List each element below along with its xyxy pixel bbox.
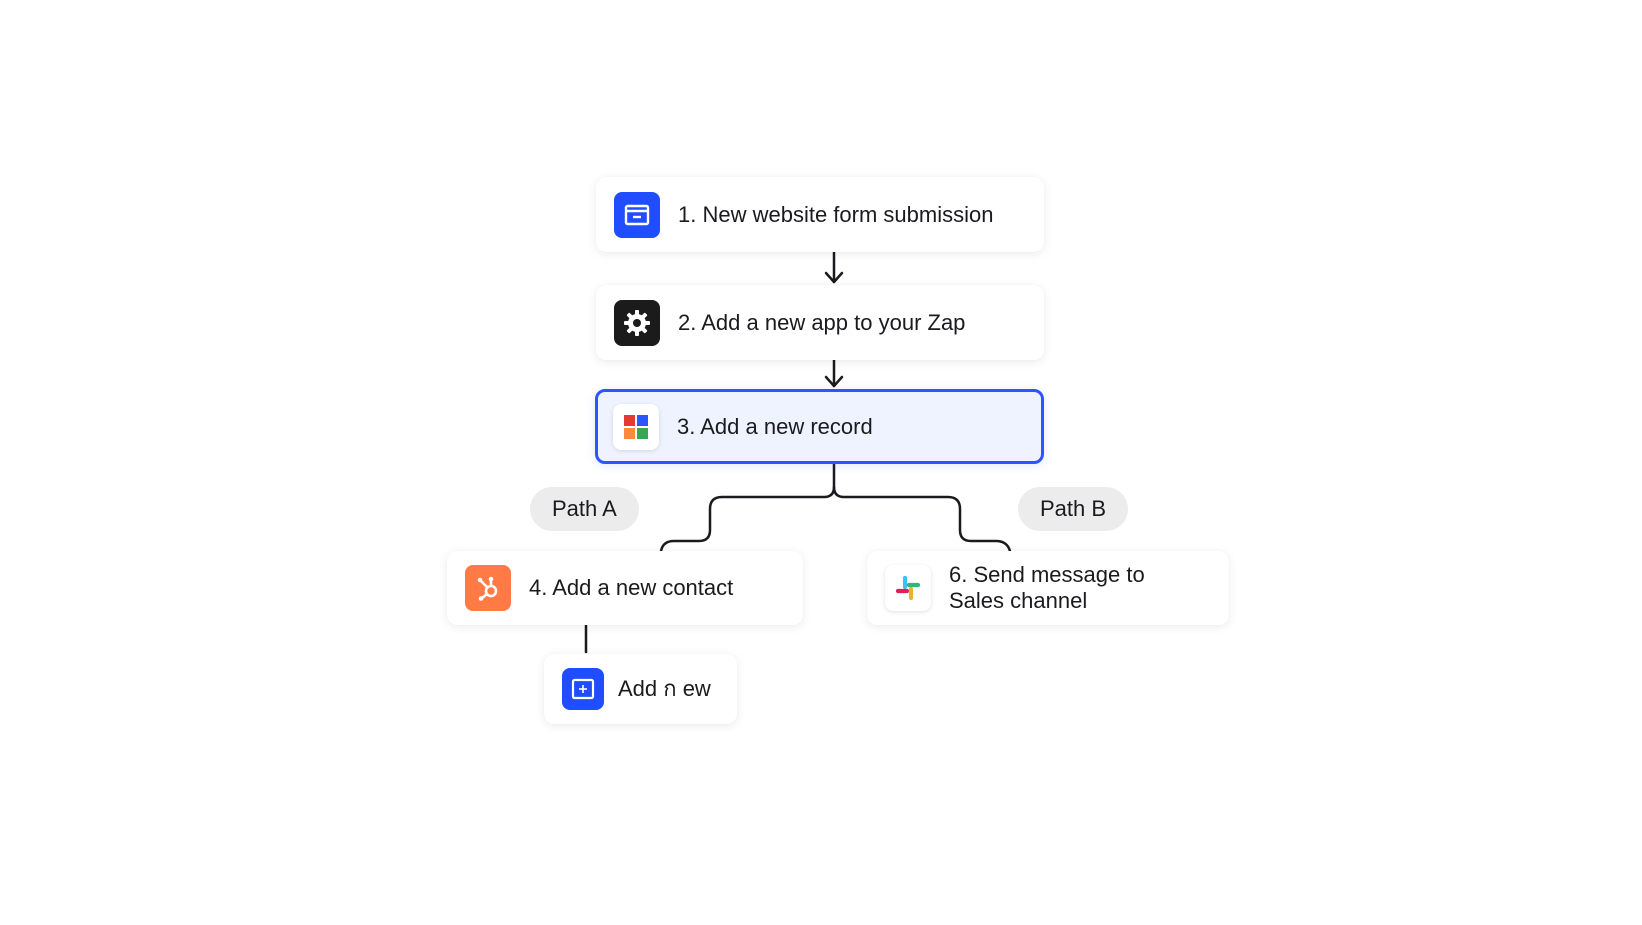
step-card-1[interactable]: 1. New website form submission: [596, 177, 1044, 252]
slack-icon: [885, 565, 931, 611]
form-icon: [614, 191, 660, 238]
step-label: 2. Add a new app to your Zap: [678, 309, 966, 335]
step-card-sub[interactable]: Add ก ew: [544, 654, 737, 724]
branch-connector: [659, 462, 836, 553]
step-card-6[interactable]: 6. Send message to Sales channel: [867, 551, 1229, 625]
step-label: 3. Add a new record: [677, 413, 873, 439]
arrowhead-2-to-3: [824, 375, 844, 388]
arrowhead-1-to-2: [824, 271, 844, 284]
app-grid-icon: [613, 403, 659, 450]
step-card-4[interactable]: 4. Add a new contact: [447, 551, 803, 625]
gear-icon: [614, 299, 660, 346]
branch-connector-right: [832, 485, 1012, 553]
path-a-label[interactable]: Path A: [530, 487, 639, 531]
step-label-line-1: 6. Send message to: [949, 562, 1145, 587]
step-card-2[interactable]: 2. Add a new app to your Zap: [596, 285, 1044, 360]
step-label: 4. Add a new contact: [529, 575, 734, 600]
step-label-line-2: Sales channel: [949, 588, 1088, 613]
hubspot-icon: [465, 565, 511, 611]
path-b-label[interactable]: Path B: [1018, 487, 1129, 531]
step-label: Add ก ew: [618, 676, 711, 701]
step-card-3[interactable]: 3. Add a new record: [595, 389, 1044, 464]
step-label: 6. Send message to Sales channel: [949, 562, 1145, 614]
form-add-icon: [562, 668, 604, 710]
step-label: 1. New website form submission: [678, 201, 994, 227]
